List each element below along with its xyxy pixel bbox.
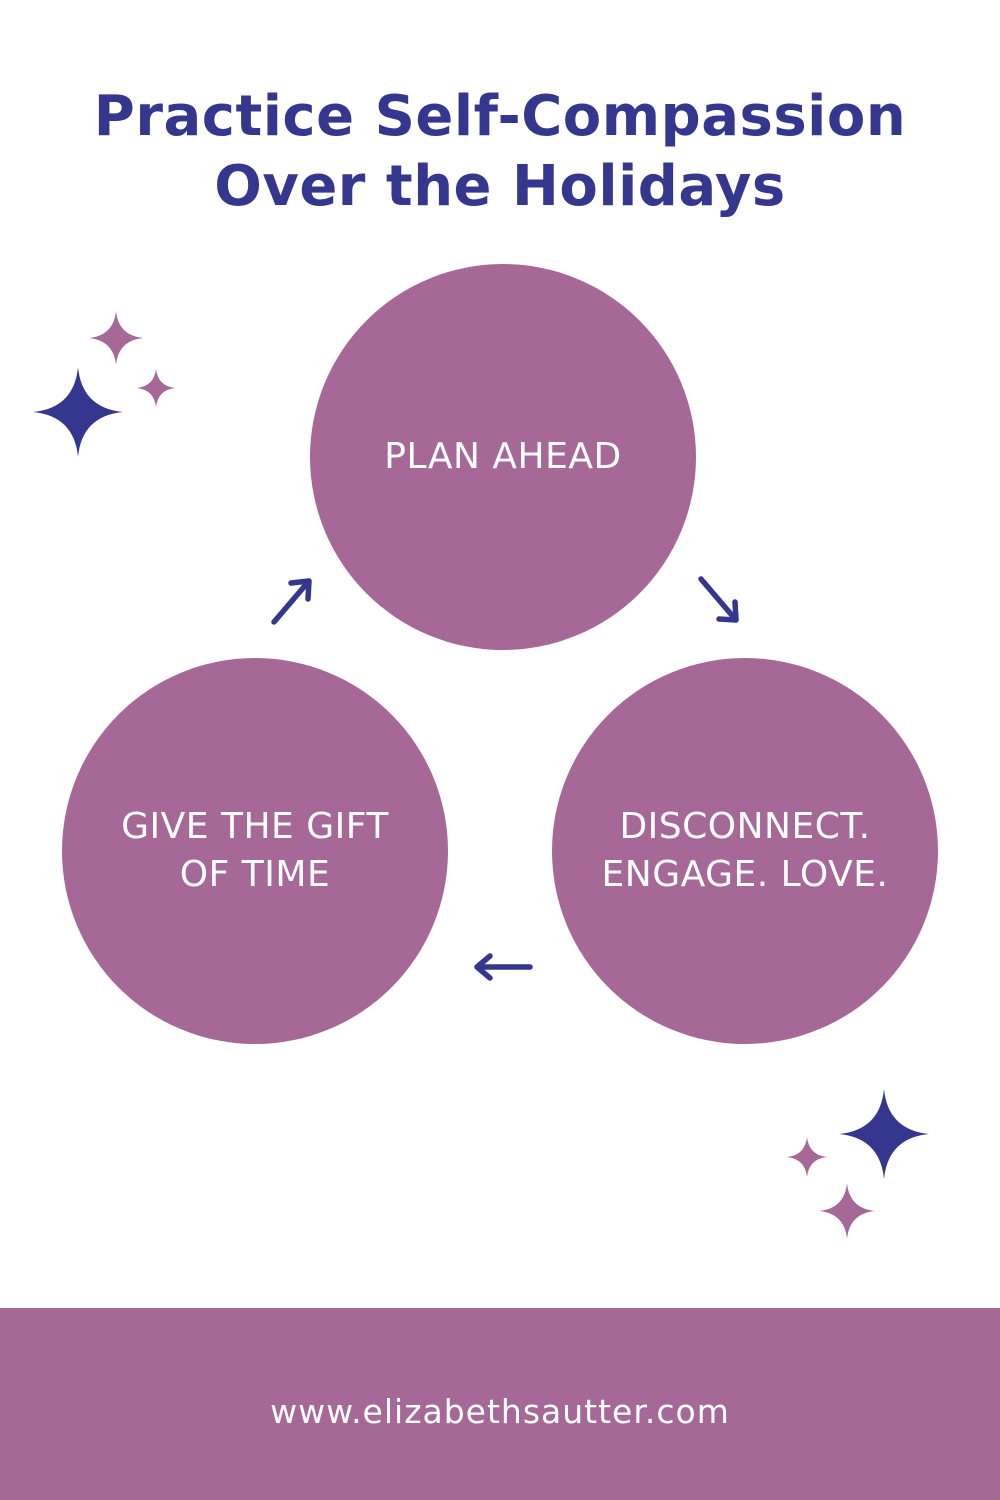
sparkle-icon (819, 1183, 875, 1239)
cycle-step-give-time: GIVE THE GIFT OF TIME (62, 658, 448, 1044)
cycle-step-label: GIVE THE GIFT OF TIME (62, 803, 448, 899)
cycle-step-disconnect: DISCONNECT. ENGAGE. LOVE. (552, 658, 938, 1044)
sparkle-icon (137, 369, 175, 407)
cycle-step-label: PLAN AHEAD (310, 433, 696, 481)
arrow-up-right-icon (271, 578, 312, 625)
arrow-left-icon (474, 953, 533, 981)
cycle-step-label-line: DISCONNECT. (619, 806, 871, 847)
arrow-down-right-icon (698, 576, 739, 623)
sparkle-icon (839, 1089, 929, 1179)
cycle-step-plan-ahead: PLAN AHEAD (310, 264, 696, 650)
sparkle-icon (89, 311, 143, 365)
footer-band (0, 1308, 1000, 1500)
title-line-1: Practice Self-Compassion (93, 84, 907, 149)
cycle-step-label-line: OF TIME (179, 854, 331, 895)
cycle-step-label: DISCONNECT. ENGAGE. LOVE. (552, 803, 938, 899)
footer-url: www.elizabethsautter.com (270, 1392, 730, 1431)
page-title: Practice Self-Compassion Over the Holida… (0, 82, 1000, 222)
cycle-step-label-line: ENGAGE. LOVE. (601, 854, 889, 895)
sparkle-icon (787, 1137, 827, 1177)
sparkle-icon (33, 367, 123, 457)
title-line-2: Over the Holidays (214, 154, 786, 219)
cycle-step-label-line: PLAN AHEAD (384, 436, 622, 477)
cycle-step-label-line: GIVE THE GIFT (121, 806, 389, 847)
